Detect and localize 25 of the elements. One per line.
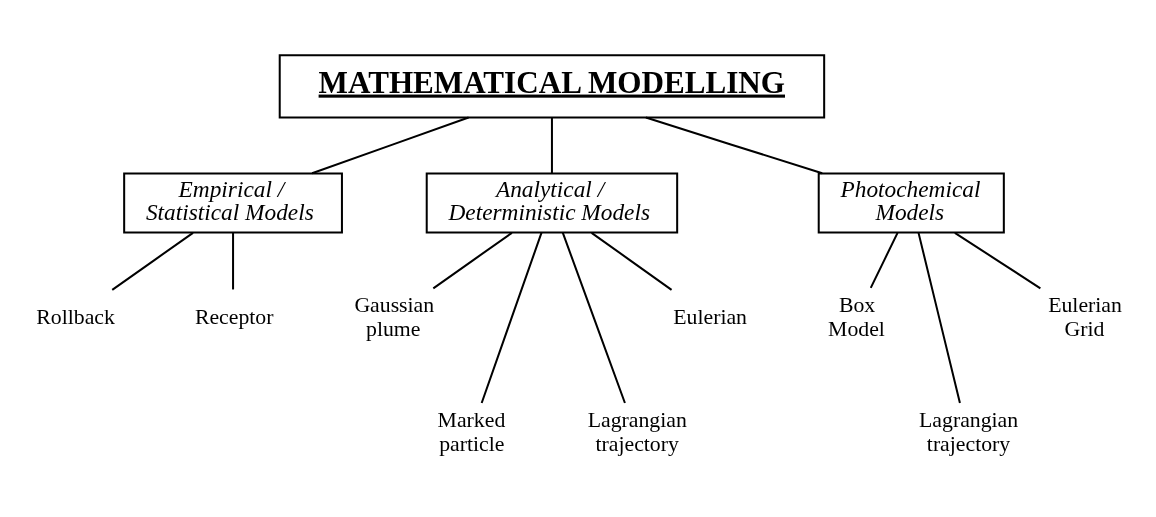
node-box: MATHEMATICAL MODELLING xyxy=(278,53,826,118)
node-text: Lagrangian trajectory xyxy=(919,407,1019,456)
node-box: Analytical / Deterministic Models xyxy=(425,171,679,234)
node-text: Box Model xyxy=(828,292,885,341)
node-text: Lagrangian trajectory xyxy=(587,407,687,456)
node-text: Eulerian Grid xyxy=(1048,292,1122,341)
connector xyxy=(869,231,899,288)
connector xyxy=(561,231,626,403)
connector xyxy=(917,231,961,403)
node-box: Photochemical Models xyxy=(817,171,1005,234)
node-text: Receptor xyxy=(194,304,274,329)
node-text: Marked particle xyxy=(437,407,506,456)
connector xyxy=(954,231,1041,289)
connector xyxy=(311,116,469,174)
connector xyxy=(591,231,673,291)
connector xyxy=(111,231,194,291)
connector xyxy=(480,231,543,403)
node-box: Empirical / Statistical Models xyxy=(123,171,343,234)
node-text: Rollback xyxy=(36,304,115,329)
connector xyxy=(645,116,823,174)
node-text: Eulerian xyxy=(673,304,748,329)
connector xyxy=(550,117,553,173)
connector xyxy=(432,231,513,289)
connector xyxy=(232,232,235,289)
node-text: Gaussian plume xyxy=(354,292,435,341)
